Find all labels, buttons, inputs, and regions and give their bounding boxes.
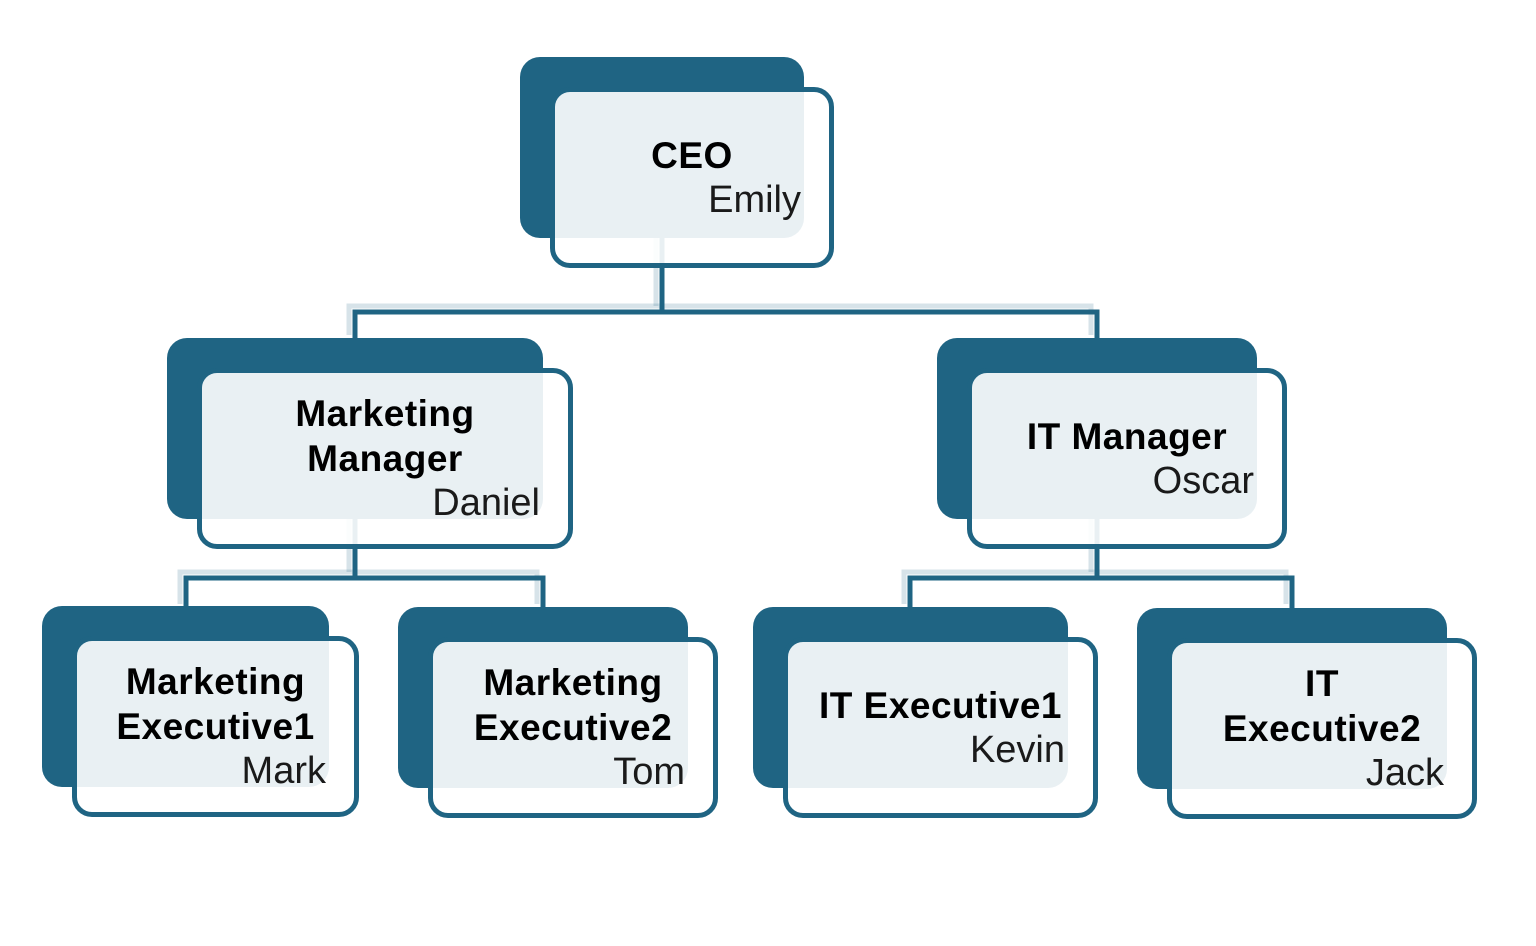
node-card: Marketing Executive2 Tom bbox=[428, 637, 718, 818]
org-node-marketing-manager: Marketing Manager Daniel bbox=[167, 338, 573, 549]
node-card: Marketing Executive1 Mark bbox=[72, 636, 359, 817]
connector-ghost-row1 bbox=[346, 303, 1094, 335]
node-person-label: Emily bbox=[708, 178, 801, 221]
org-node-ceo: CEO Emily bbox=[520, 57, 834, 268]
node-role-label: CEO bbox=[651, 134, 733, 176]
node-person-label: Mark bbox=[241, 750, 326, 792]
node-role-label: Marketing Executive2 bbox=[473, 662, 673, 748]
org-node-marketing-executive1: Marketing Executive1 Mark bbox=[42, 606, 359, 817]
node-role-label: IT Manager bbox=[1026, 415, 1228, 457]
org-node-marketing-executive2: Marketing Executive2 Tom bbox=[398, 607, 718, 818]
org-node-it-executive1: IT Executive1 Kevin bbox=[753, 607, 1098, 818]
node-role-label: Marketing Manager bbox=[295, 393, 475, 479]
connector-it-to-executives bbox=[907, 575, 1295, 610]
node-role-label: Marketing Executive1 bbox=[116, 661, 315, 747]
node-person-label: Kevin bbox=[969, 728, 1065, 771]
node-card: IT Executive1 Kevin bbox=[783, 637, 1098, 818]
node-role-label: IT Executive2 bbox=[1222, 663, 1422, 749]
connector-ghost-row2-left bbox=[177, 569, 540, 604]
node-card: IT Manager Oscar bbox=[967, 368, 1287, 549]
node-person-label: Jack bbox=[1365, 752, 1444, 794]
connector-ceo-to-managers bbox=[352, 309, 1100, 341]
node-person-label: Oscar bbox=[1152, 459, 1254, 502]
org-node-it-manager: IT Manager Oscar bbox=[937, 338, 1287, 549]
node-person-label: Tom bbox=[613, 751, 685, 793]
node-card: CEO Emily bbox=[550, 87, 834, 268]
node-person-label: Daniel bbox=[432, 482, 540, 524]
node-card: Marketing Manager Daniel bbox=[197, 368, 573, 549]
node-role-label: IT Executive1 bbox=[818, 684, 1062, 726]
node-card: IT Executive2 Jack bbox=[1167, 638, 1477, 819]
connector-marketing-to-executives bbox=[183, 575, 546, 610]
org-node-it-executive2: IT Executive2 Jack bbox=[1137, 608, 1477, 819]
